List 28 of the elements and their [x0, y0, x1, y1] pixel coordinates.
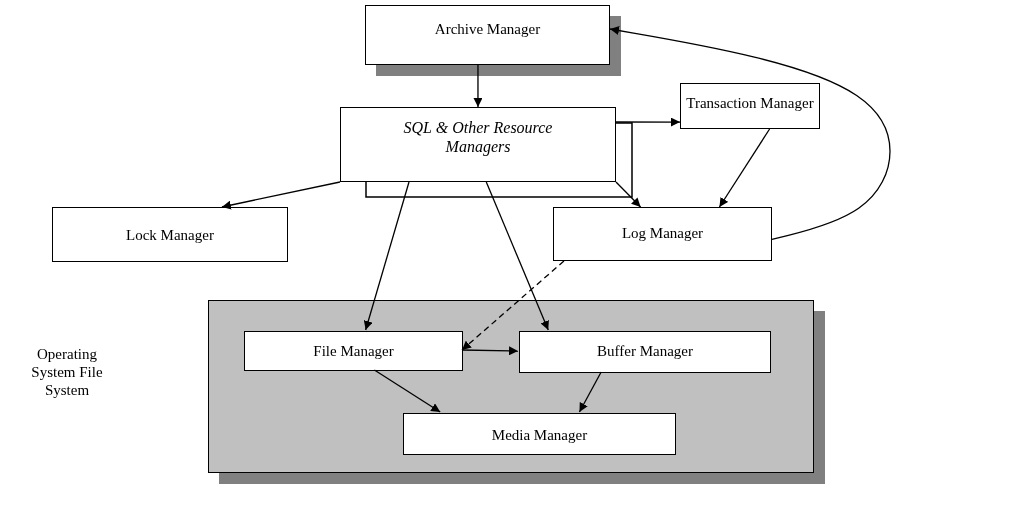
- process-box: [680, 83, 820, 129]
- arrow: [473, 64, 483, 108]
- arrow: [485, 181, 549, 331]
- free-label: Operating System File System: [30, 345, 104, 399]
- process-box: [244, 331, 463, 371]
- node-label: Lock Manager: [126, 226, 214, 244]
- process-box: [52, 207, 288, 262]
- arrow: [373, 369, 441, 413]
- arrow: [578, 371, 602, 413]
- node-label: File Manager: [313, 342, 394, 360]
- arrow: [615, 117, 681, 127]
- arrow: [363, 181, 410, 331]
- process-box: [340, 107, 616, 182]
- process-box: [403, 413, 676, 455]
- process-box: [553, 207, 772, 261]
- node-label: Buffer Manager: [597, 342, 693, 360]
- arrow: [461, 346, 519, 356]
- arrow: [609, 26, 891, 241]
- arrow: [615, 181, 642, 208]
- process-box: [519, 331, 771, 373]
- node-label: SQL & Other Resource Managers: [402, 118, 554, 157]
- node-label: Transaction Manager: [686, 94, 814, 112]
- arrow: [461, 260, 565, 351]
- node-label: Archive Manager: [434, 20, 541, 38]
- arrow: [221, 181, 341, 210]
- arrow: [718, 128, 771, 208]
- node-label: Log Manager: [621, 224, 704, 242]
- node-label: Media Manager: [491, 426, 588, 444]
